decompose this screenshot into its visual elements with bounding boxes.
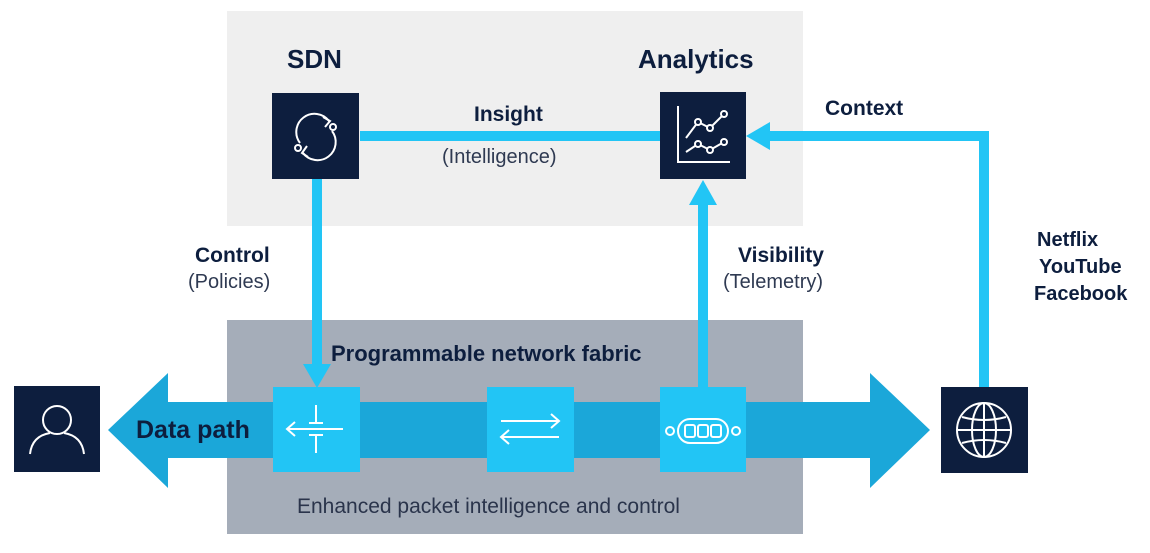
user-box[interactable] [14,386,100,472]
insight-line [360,131,662,141]
insight-sublabel: (Intelligence) [442,146,557,168]
user-icon [29,405,85,455]
context-line-horizontal [768,131,989,141]
context-label: Context [825,97,904,120]
context-arrowhead [746,122,770,150]
fabric-switch-1[interactable] [273,387,360,472]
analytics-title: Analytics [638,44,754,74]
visibility-sublabel: (Telemetry) [723,271,824,293]
data-path-label: Data path [136,416,250,444]
fabric-switch-3[interactable] [660,387,746,472]
service-youtube: YouTube [1039,256,1122,278]
fabric-switch-2[interactable] [487,387,574,472]
internet-box[interactable] [941,387,1028,473]
control-label: Control [195,244,270,267]
insight-label: Insight [474,103,543,126]
globe-icon [956,402,1012,458]
chain-nodes-icon [665,418,741,444]
fabric-title: Programmable network fabric [331,341,642,366]
service-facebook: Facebook [1034,283,1128,305]
refresh-cycle-icon [294,112,337,162]
services-list: Netflix YouTube Facebook [1034,227,1128,308]
service-netflix: Netflix [1037,229,1099,251]
exchange-arrows-icon [499,413,561,445]
analytics-box[interactable] [660,92,746,179]
control-line [312,177,322,367]
visibility-label: Visibility [738,244,824,267]
fabric-subtitle: Enhanced packet intelligence and control [297,495,680,518]
control-arrowhead [303,364,331,388]
sdn-title: SDN [287,44,342,74]
visibility-arrowhead [689,180,717,205]
sdn-box[interactable] [272,93,359,179]
context-line-vertical [979,131,989,387]
split-arrow-icon [285,405,343,453]
control-sublabel: (Policies) [188,271,271,293]
visibility-line [698,202,708,388]
line-chart-icon [677,106,730,163]
